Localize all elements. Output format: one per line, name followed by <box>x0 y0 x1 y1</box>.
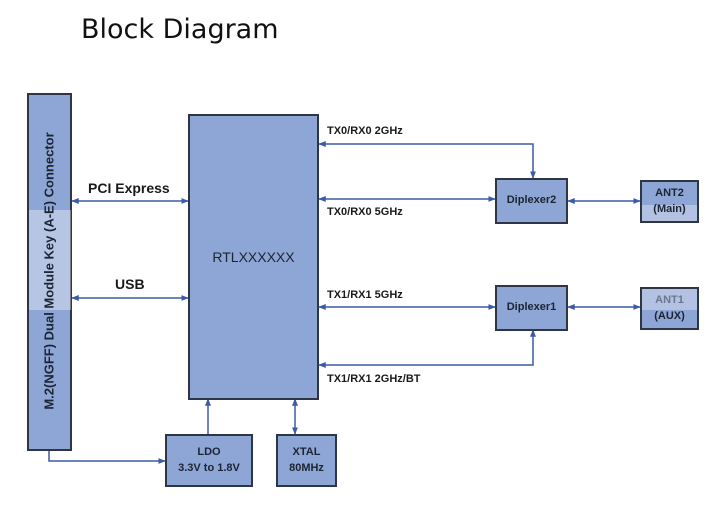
tx1-2g-link <box>318 329 536 368</box>
diplexer2-block: Diplexer2 <box>495 178 568 224</box>
rtl-chip-label: RTLXXXXXX <box>212 248 295 265</box>
m2-connector-block <box>27 93 72 451</box>
connector-highlight <box>29 210 71 310</box>
ant1-sublabel: (AUX) <box>654 309 685 322</box>
xtal-block: XTAL 80MHz <box>276 434 337 487</box>
ldo-label: LDO <box>197 445 221 458</box>
diplexer1-label: Diplexer1 <box>506 301 557 314</box>
ant1-block: ANT1 (AUX) <box>640 287 699 330</box>
ant1-label: ANT1 <box>655 293 684 306</box>
m2-connector-label: M.2(NGFF) Dual Module Key (A-E) Connecto… <box>41 132 57 410</box>
ant2-block: ANT2 (Main) <box>640 180 699 223</box>
xtal-sublabel: 80MHz <box>289 461 324 474</box>
page-title: Block Diagram <box>81 14 279 45</box>
diplexer2-label: Diplexer2 <box>506 194 557 207</box>
diplexer1-block: Diplexer1 <box>495 285 568 331</box>
tx1-2g-label: TX1/RX1 2GHz/BT <box>327 373 421 385</box>
tx0-2g-link <box>318 141 536 179</box>
ldo-block: LDO 3.3V to 1.8V <box>165 434 253 487</box>
ant2-label: ANT2 <box>655 186 684 199</box>
connector-ldo-link <box>48 450 166 464</box>
xtal-label: XTAL <box>292 445 321 458</box>
rtl-chip-block: RTLXXXXXX <box>188 114 319 400</box>
tx0-2g-label: TX0/RX0 2GHz <box>327 125 403 137</box>
tx1-5g-label: TX1/RX1 5GHz <box>327 289 403 301</box>
ldo-sublabel: 3.3V to 1.8V <box>178 461 240 474</box>
tx0-5g-label: TX0/RX0 5GHz <box>327 206 403 218</box>
pcie-label: PCI Express <box>88 180 170 196</box>
ant2-sublabel: (Main) <box>653 202 686 215</box>
usb-label: USB <box>115 276 145 292</box>
